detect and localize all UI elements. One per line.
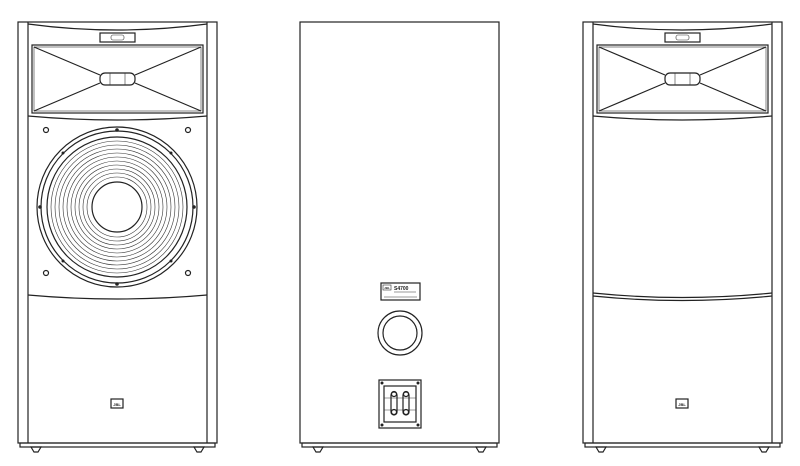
cabinet (582, 21, 783, 453)
jbl-badge: JBL (675, 398, 689, 409)
jbl-badge: JBL (110, 398, 124, 409)
woofer (36, 126, 198, 288)
speaker-terminal (378, 379, 422, 429)
rear-view: JBL S4700 (299, 21, 500, 453)
svg-text:JBL: JBL (678, 402, 686, 407)
svg-text:JBL: JBL (384, 286, 390, 290)
front-view-with-grille: JBL (582, 21, 783, 453)
front-view-grille-removed: JBL (17, 21, 218, 453)
svg-text:JBL: JBL (113, 402, 121, 407)
horn-assembly (27, 23, 208, 121)
horn-assembly (592, 23, 773, 121)
mounting-screws (42, 126, 192, 277)
bass-port (377, 310, 423, 356)
model-label: JBL S4700 (380, 282, 421, 301)
grille-edge (592, 292, 773, 299)
svg-text:S4700: S4700 (394, 286, 409, 292)
